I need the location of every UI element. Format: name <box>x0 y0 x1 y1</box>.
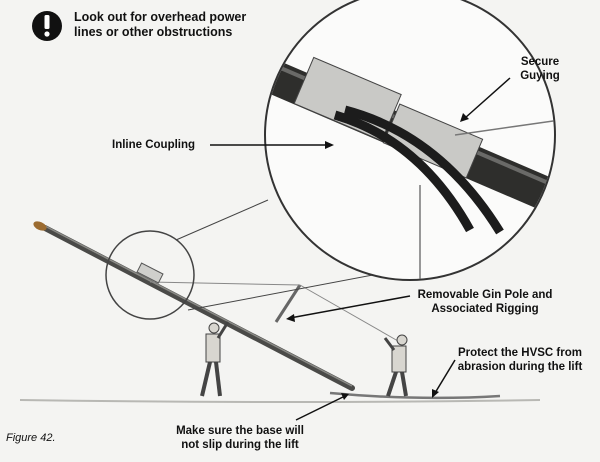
label-base-slip: Make sure the base will not slip during … <box>176 425 304 451</box>
callout-circle <box>105 230 195 320</box>
zoom-detail <box>266 56 554 279</box>
zoom-cable <box>343 105 504 235</box>
arrow-gin-pole <box>289 295 411 319</box>
arrow-hvsc <box>434 359 456 394</box>
rigging-line <box>149 281 301 286</box>
label-gin-pole: Removable Gin Pole and Associated Riggin… <box>417 289 553 315</box>
gin-pole <box>274 284 302 323</box>
arrow-secure-guying <box>464 77 511 119</box>
callout-line <box>175 199 269 241</box>
rigging-line <box>299 284 399 342</box>
zoom-cable <box>333 110 474 233</box>
label-protect-hvsc: Protect the HVSC from abrasion during th… <box>457 347 583 373</box>
pole-tip <box>33 221 47 231</box>
figure-caption: Figure 42. <box>6 432 56 444</box>
pole-highlight <box>44 225 353 387</box>
label-secure-guying: Secure Guying <box>520 56 560 82</box>
ground-line <box>19 399 541 403</box>
coupling <box>136 262 164 284</box>
worker-left <box>200 321 230 397</box>
arrow-base <box>295 395 346 421</box>
hvsc-cable <box>329 391 501 400</box>
guy-wire <box>454 119 554 136</box>
worker-right <box>383 334 408 397</box>
label-inline-coupling: Inline Coupling <box>112 139 196 151</box>
warning-text: Look out for overhead power lines or oth… <box>74 10 247 39</box>
